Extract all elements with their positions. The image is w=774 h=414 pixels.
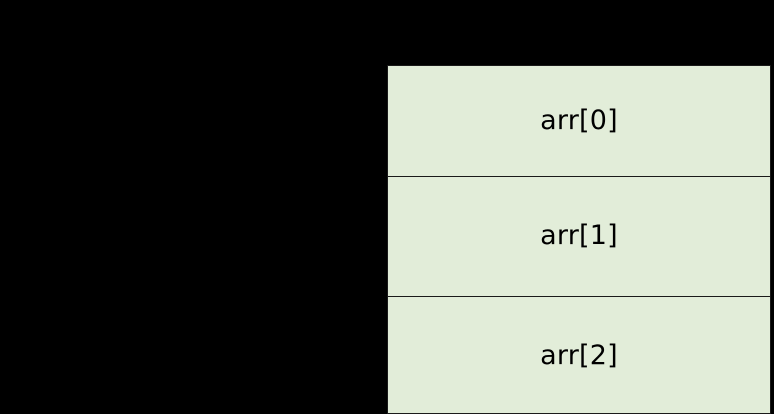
array-cell-1[interactable]: arr[1] (387, 176, 771, 296)
array-cell-0-label: arr[0] (540, 104, 618, 136)
array-cell-1-label: arr[1] (540, 220, 618, 251)
empty-left-region (0, 0, 388, 414)
array-cell-2[interactable]: arr[2] (387, 296, 771, 414)
array-cell-2-label: arr[2] (540, 339, 618, 371)
array-cell-stack: arr[0] arr[1] arr[2] (387, 65, 771, 414)
array-cell-0[interactable]: arr[0] (387, 65, 771, 176)
